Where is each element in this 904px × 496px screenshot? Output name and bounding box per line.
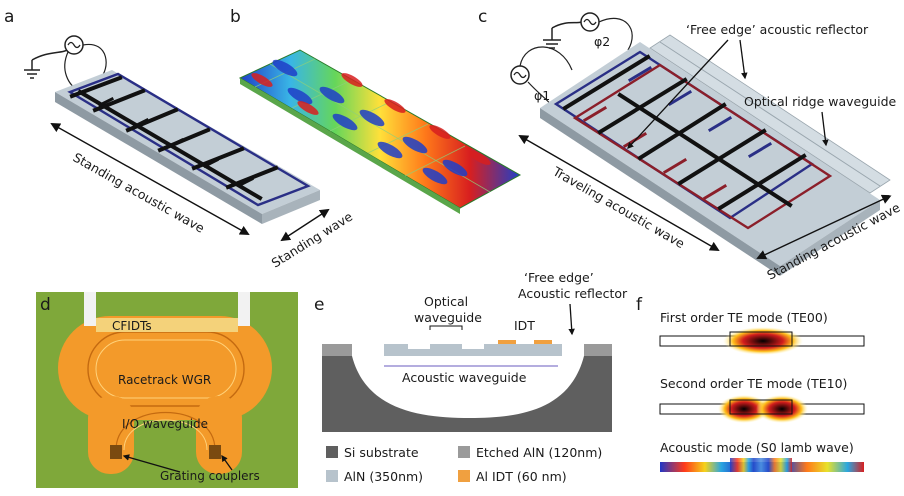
si-substrate	[322, 356, 612, 432]
etched-aln-right	[584, 344, 612, 356]
ground-icon	[543, 21, 583, 49]
acoustic-mode-plot	[660, 458, 864, 472]
te10-title: Second order TE mode (TE10)	[660, 376, 847, 391]
cfidts-label: CFIDTs	[112, 319, 152, 333]
legend-swatch-etched	[458, 446, 470, 458]
panel-d: d CFIDTs Racetrack WGR I/O waveguide Gra…	[36, 292, 298, 488]
te10-mode-plot	[659, 395, 865, 423]
idt-label: IDT	[514, 318, 535, 333]
te00-title: First order TE mode (TE00)	[660, 310, 828, 325]
reflector-pointer-1	[739, 39, 748, 80]
phi2-label: φ2	[594, 34, 610, 49]
etch-slot-1	[408, 344, 430, 349]
acoustic-mode-title: Acoustic mode (S0 lamb wave)	[660, 440, 854, 455]
te00-mode-plot	[659, 327, 865, 355]
grating-pointer-left	[122, 454, 181, 473]
free-edge-pointer	[568, 303, 575, 336]
legend-swatch-aln	[326, 470, 338, 482]
legend-label-idt: Al IDT (60 nm)	[476, 469, 567, 484]
optical-waveguide-bracket	[429, 325, 463, 330]
panel-e: e Optical waveguide ‘Free edge’ Acoustic…	[314, 270, 628, 484]
grating-pointer-right	[221, 454, 233, 471]
deformed-slab-b	[238, 49, 522, 214]
traveling-wave-arrow	[518, 135, 720, 251]
standing-wave-arrow-a	[50, 123, 250, 235]
standing-wave-arrow-c	[756, 194, 892, 260]
panel-d-letter: d	[40, 295, 51, 315]
legend-swatch-idt	[458, 470, 470, 482]
optical-waveguide-label-2: waveguide	[414, 310, 482, 325]
etched-aln-left	[322, 344, 352, 356]
ac-source-phi2-icon	[580, 12, 633, 51]
idt-finger-2	[534, 340, 552, 344]
standing-wave-arrow-b	[280, 208, 330, 242]
legend-e: Si substrate Etched AlN (120nm) AlN (350…	[326, 445, 602, 484]
idt-finger-1	[498, 340, 516, 344]
optical-ridge-waveguide-label: Optical ridge waveguide	[744, 94, 897, 109]
etch-slot-2	[462, 344, 484, 349]
waveguide-pointer	[821, 111, 829, 147]
panel-e-letter: e	[314, 295, 324, 315]
reflector-pointer-2	[627, 39, 729, 149]
grating-couplers-label: Grating couplers	[160, 469, 260, 483]
acoustic-waveguide-label: Acoustic waveguide	[402, 370, 527, 385]
ac-source-phi1-icon	[510, 46, 573, 107]
racetrack-device	[58, 292, 272, 474]
free-edge-label-1: ‘Free edge’	[524, 270, 594, 285]
racetrack-wgr-label: Racetrack WGR	[118, 373, 211, 387]
panel-a: a	[4, 7, 320, 236]
standing-wave-label-b: Standing wave	[269, 209, 356, 271]
optical-waveguide-label-1: Optical	[424, 294, 468, 309]
free-edge-reflector-label: ‘Free edge’ acoustic reflector	[686, 22, 869, 37]
panel-b: b	[230, 7, 522, 271]
legend-label-si: Si substrate	[344, 445, 419, 460]
panel-f: f First order TE mode (TE00) Second orde…	[636, 295, 865, 472]
io-waveguide-label: I/O waveguide	[122, 417, 208, 431]
panel-f-letter: f	[636, 295, 643, 315]
panel-c-letter: c	[478, 7, 487, 27]
legend-label-aln: AlN (350nm)	[344, 469, 423, 484]
panel-c: c φ2 φ1	[478, 7, 903, 283]
free-edge-label-2: Acoustic reflector	[518, 286, 628, 301]
panel-a-letter: a	[4, 7, 14, 27]
phi1-label: φ1	[534, 88, 550, 103]
panel-b-letter: b	[230, 7, 241, 27]
legend-label-etched: Etched AlN (120nm)	[476, 445, 602, 460]
legend-swatch-si	[326, 446, 338, 458]
